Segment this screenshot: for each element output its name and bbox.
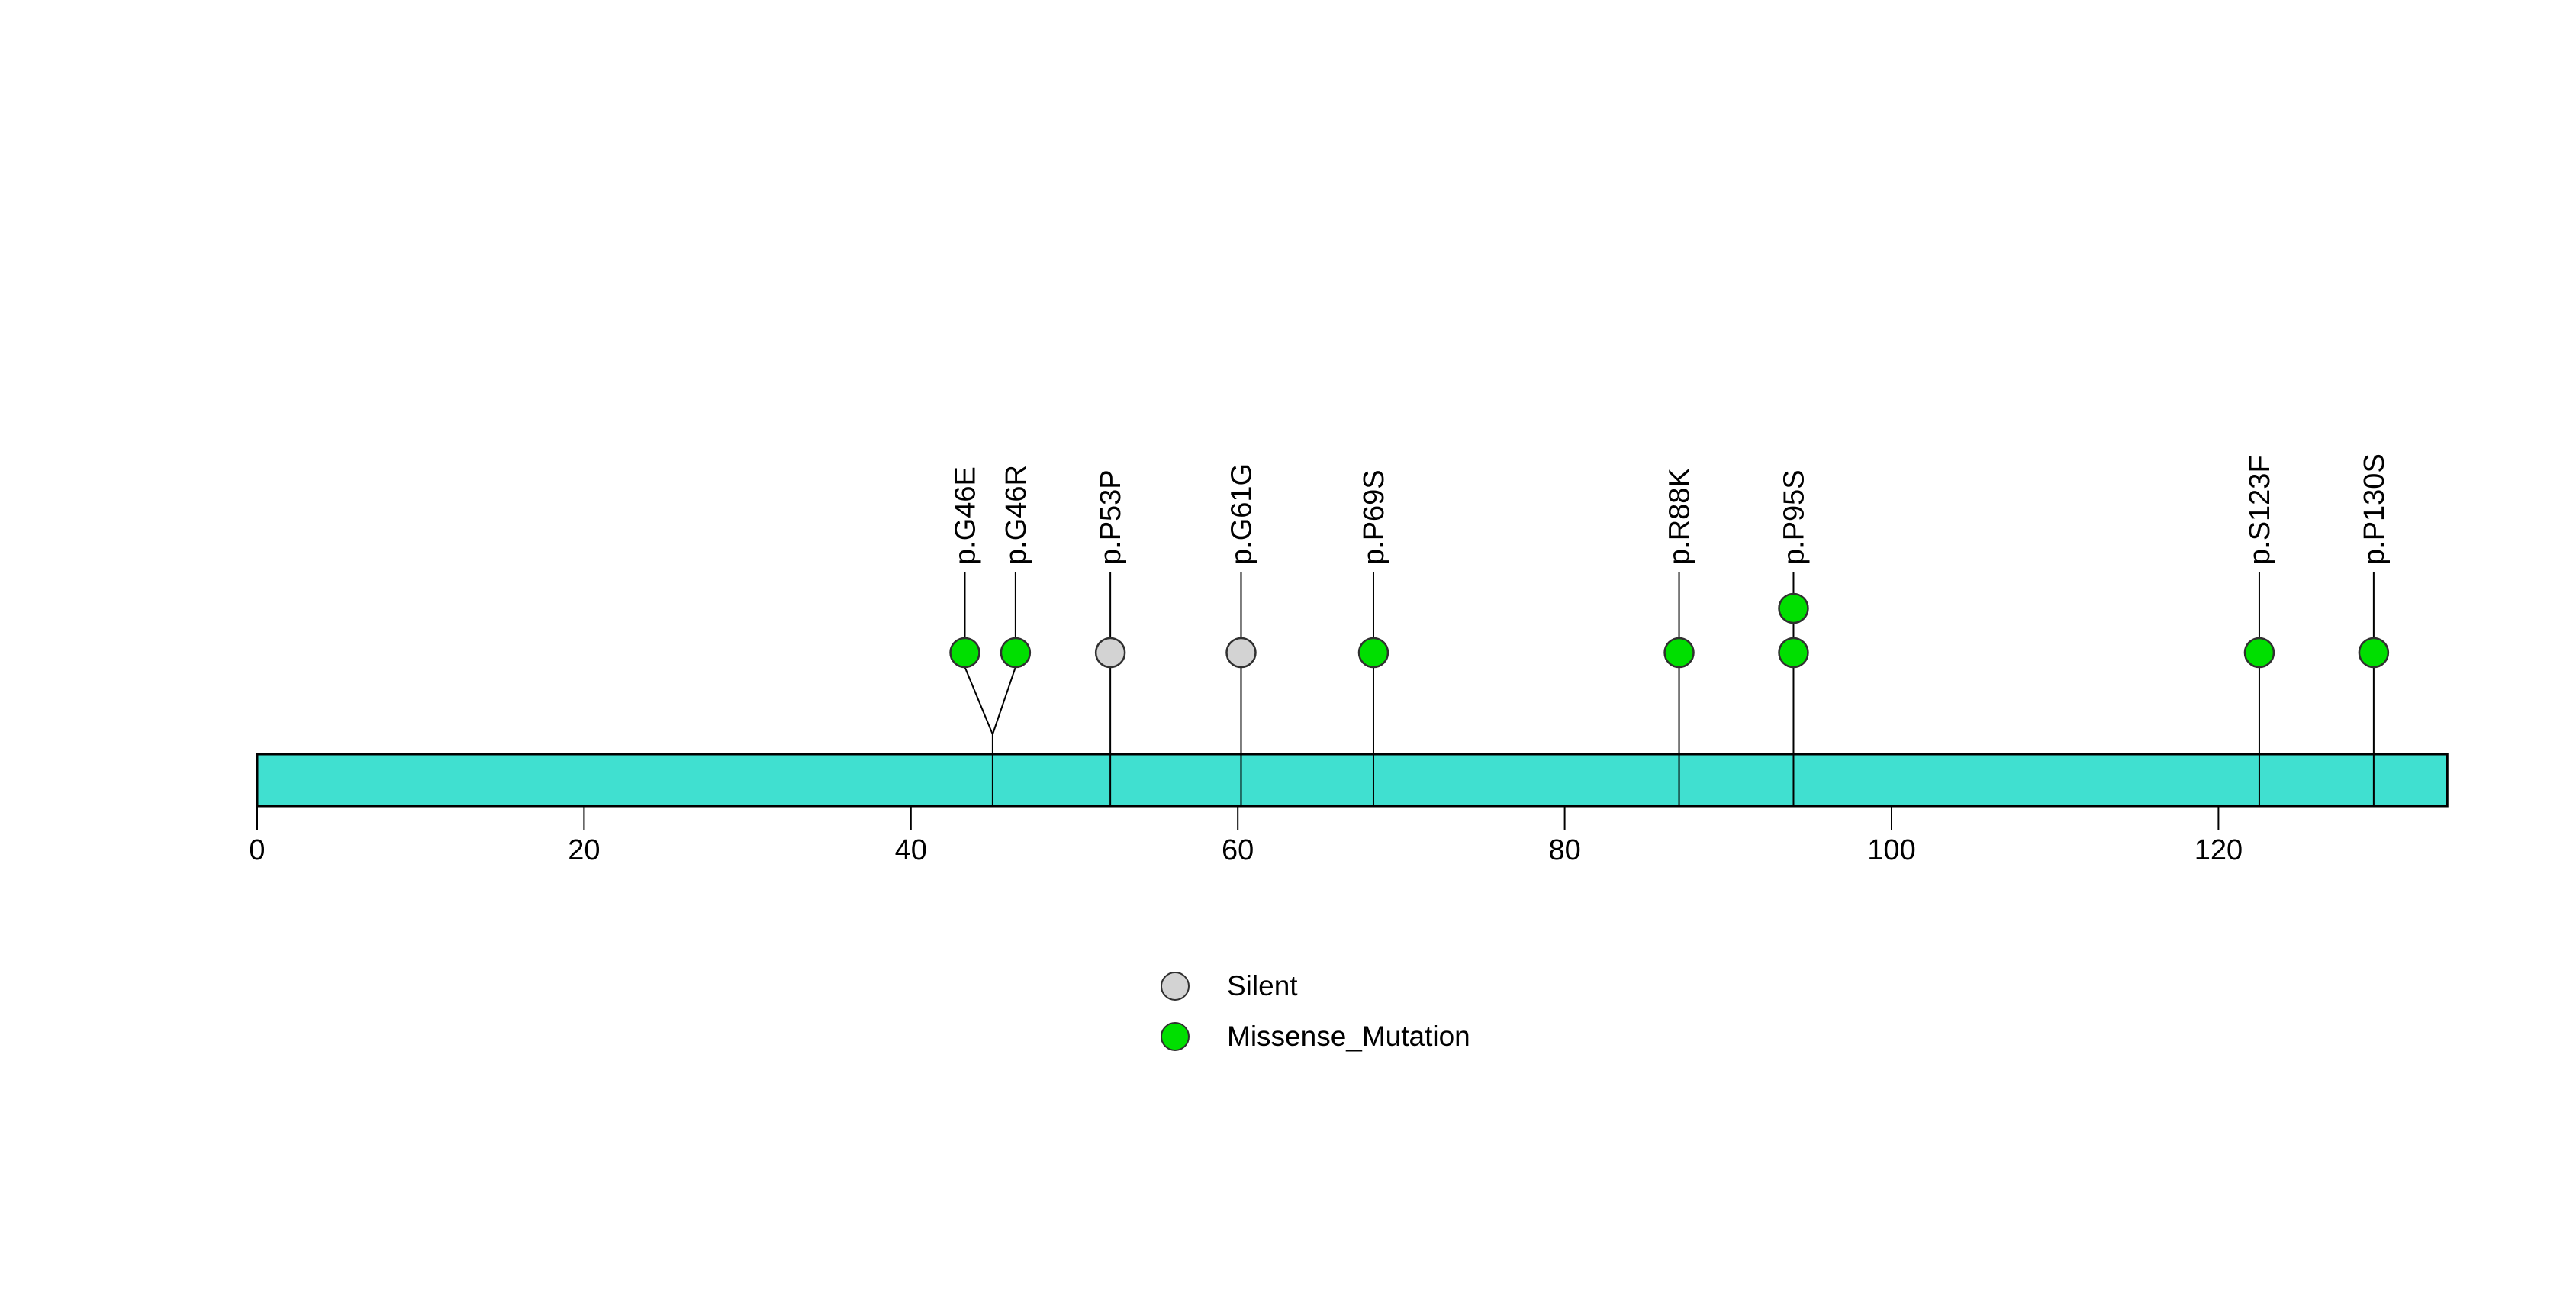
lollipop-branch-leg	[991, 666, 1016, 735]
axis-tick-label: 80	[1548, 834, 1580, 866]
mutation-circle	[1357, 637, 1389, 669]
axis-tick-label: 40	[895, 834, 927, 866]
silent-swatch-circle	[1161, 972, 1190, 1001]
mutation-label: p.P53P	[1095, 469, 1127, 565]
mutation-label: p.G61G	[1225, 463, 1257, 565]
mutation-label: p.G46E	[949, 466, 981, 565]
axis-tick-label: 0	[249, 834, 265, 866]
mutation-label: p.R88K	[1664, 468, 1696, 565]
mutation-circle	[2358, 637, 2390, 669]
legend-item-missense: Missense_Mutation	[1161, 1021, 1470, 1052]
mutation-label: p.P69S	[1358, 469, 1390, 565]
lollipop-branch-leg	[964, 666, 993, 735]
missense-swatch-circle	[1161, 1022, 1190, 1051]
mutation-circle	[949, 637, 980, 669]
legend-item-silent: Silent	[1161, 970, 1470, 1001]
mutation-circle	[1778, 637, 1809, 669]
mutation-label: p.P95S	[1778, 469, 1810, 565]
axis-tick-label: 100	[1867, 834, 1915, 866]
axis-tick-label: 120	[2194, 834, 2243, 866]
mutation-circle	[1778, 592, 1809, 624]
mutation-circle	[1094, 637, 1126, 669]
mutation-circle	[2243, 637, 2275, 669]
mutation-label: p.P130S	[2359, 453, 2391, 565]
mutation-circle	[1663, 637, 1695, 669]
mutation-circle	[1000, 637, 1032, 669]
mutation-circle	[1225, 637, 1257, 669]
legend-label-silent: Silent	[1227, 970, 1298, 1001]
axis-tick-label: 60	[1222, 834, 1254, 866]
legend-label-missense: Missense_Mutation	[1227, 1021, 1470, 1052]
mutation-label: p.S123F	[2244, 455, 2276, 565]
mutation-label: p.G46R	[1000, 465, 1032, 565]
protein-domain-bar	[256, 753, 2449, 808]
axis-tick-label: 20	[568, 834, 600, 866]
legend: Silent Missense_Mutation	[1161, 970, 1470, 1072]
